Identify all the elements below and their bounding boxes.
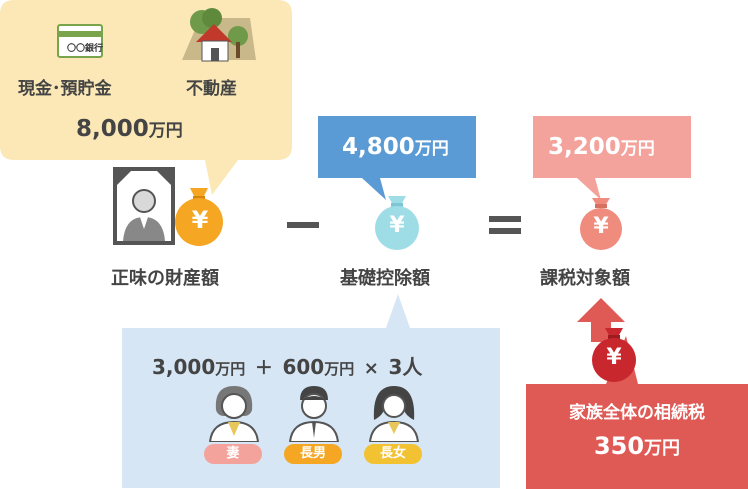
total-tax-bag-icon <box>592 328 636 382</box>
formula-count: 3人 <box>388 355 423 379</box>
taxable-yen-icon: ¥ <box>593 214 609 239</box>
asset-total-unit: 万円 <box>148 121 183 141</box>
deduction-amount-unit: 万円 <box>414 139 449 159</box>
bank-card-icon <box>57 24 103 58</box>
portrait-icon <box>113 167 175 245</box>
house-icon <box>182 8 256 62</box>
cash-label: 現金･預貯金 <box>18 79 112 99</box>
formula-times: × <box>363 358 379 379</box>
deduction-bag-icon <box>375 196 419 250</box>
taxable-amount: 3,200万円 <box>548 134 655 160</box>
bank-label: 〇〇銀行 <box>67 44 104 54</box>
total-tax-amount: 350万円 <box>526 432 748 460</box>
taxable-label: 課税対象額 <box>540 268 630 289</box>
net-estate-label: 正味の財産額 <box>111 268 219 289</box>
net-estate-yen-icon: ¥ <box>191 206 209 234</box>
taxable-amount-number: 3,200 <box>548 134 621 160</box>
taxable-amount-unit: 万円 <box>620 139 655 159</box>
formula-text: 3,000万円 ＋ 600万円 × 3人 <box>152 351 422 380</box>
heir-tag-eldest-daughter: 長女 <box>364 444 422 464</box>
total-tax-callout <box>526 336 748 489</box>
asset-total: 8,000万円 <box>76 116 183 142</box>
deduction-label: 基礎控除額 <box>340 268 430 289</box>
formula-base-number: 3,000 <box>152 355 216 379</box>
formula-base-unit: 万円 <box>215 360 246 378</box>
wife-icon <box>208 386 260 442</box>
taxable-bag-icon <box>580 198 622 250</box>
heir-tag-eldest-son: 長男 <box>284 444 342 464</box>
realestate-label: 不動産 <box>186 79 237 99</box>
up-arrow-icon <box>577 298 625 342</box>
total-tax-amount-unit: 万円 <box>644 438 681 459</box>
total-tax-label: 家族全体の相続税 <box>569 403 705 423</box>
total-tax-yen-icon: ¥ <box>606 345 622 370</box>
eldest-son-icon <box>288 386 340 442</box>
formula-per-heir-number: 600 <box>282 355 325 379</box>
deduction-amount-number: 4,800 <box>342 134 415 160</box>
deduction-yen-icon: ¥ <box>389 213 405 238</box>
formula-per-heir-unit: 万円 <box>324 360 355 378</box>
asset-total-number: 8,000 <box>76 116 149 142</box>
taxable-callout <box>533 116 691 200</box>
total-tax-amount-number: 350 <box>593 432 645 460</box>
deduction-callout <box>318 116 476 200</box>
equals-operator <box>489 216 521 234</box>
eldest-daughter-icon <box>368 386 420 442</box>
heir-tag-wife: 妻 <box>204 444 262 464</box>
minus-operator <box>287 222 319 228</box>
formula-plus: ＋ <box>254 358 273 379</box>
net-estate-bag-icon <box>175 188 223 246</box>
deduction-amount: 4,800万円 <box>342 134 449 160</box>
